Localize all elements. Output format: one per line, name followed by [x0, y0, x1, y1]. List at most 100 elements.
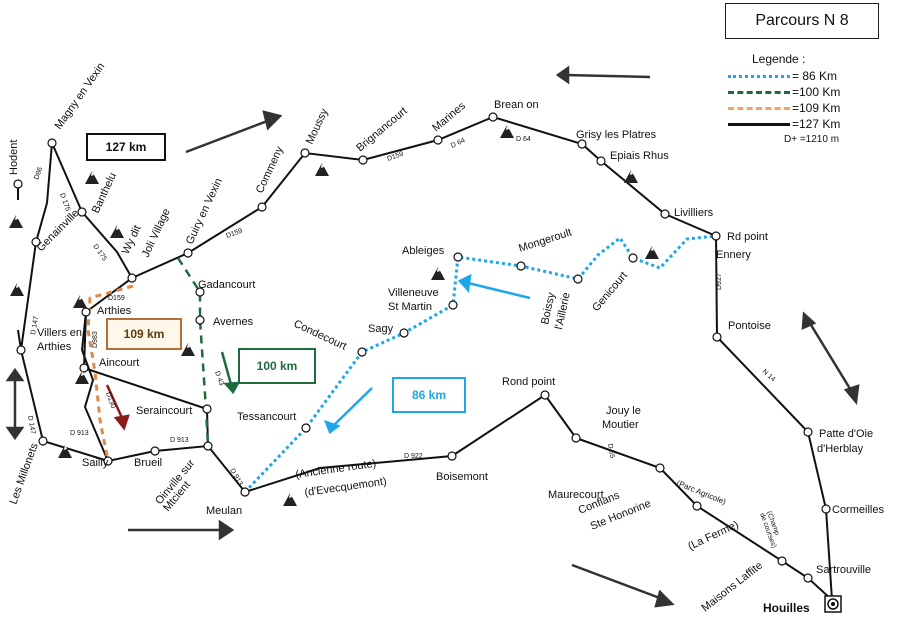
distance-label-86: 86 km	[392, 377, 466, 413]
label-meulan: Meulan	[206, 505, 242, 517]
label-boisemont: Boisemont	[436, 471, 488, 483]
label-magny: Magny en Vexin	[53, 61, 108, 132]
legend-row-109: =109 Km	[728, 100, 888, 116]
road-d64b: D 64	[516, 136, 531, 143]
label-genainville: Genainville	[35, 207, 82, 254]
legend-swatch-86	[728, 74, 790, 78]
road-d159a: D159	[108, 295, 125, 302]
label-rdpoint2: Rond point	[502, 376, 555, 388]
label-ableiges: Ableiges	[402, 245, 445, 257]
route-127km-branch	[80, 277, 133, 462]
label-ancienne: (Ancienne route)	[295, 458, 377, 481]
road-d983: D983	[92, 331, 99, 348]
label-mongeroult: Mongeroult	[517, 226, 573, 254]
label-villeneuve1: Villeneuve	[388, 287, 439, 299]
road-d175b: D 175	[91, 243, 108, 262]
legend-label-86: = 86 Km	[792, 69, 838, 83]
road-d86: D86	[33, 166, 44, 181]
label-epiais: Epiais Rhus	[610, 150, 669, 162]
label-brignancourt: Brignancourt	[354, 105, 409, 154]
label-wy: Wy dit	[120, 224, 144, 257]
label-seraincourt: Seraincourt	[136, 405, 192, 417]
map-title: Parcours N 8	[725, 3, 879, 39]
distance-label-109: 109 km	[106, 318, 182, 350]
label-commeny: Commeny	[254, 144, 286, 195]
legend-elevation: D+ =1210 m	[784, 134, 840, 145]
road-d64a: D 64	[450, 137, 466, 150]
legend-label-100: =100 Km	[792, 85, 841, 99]
road-d922: D 922	[404, 453, 423, 460]
road-d175a: D 175	[58, 192, 71, 212]
route-109km	[86, 284, 134, 462]
route-127km-branch2	[82, 311, 209, 447]
waypoints	[13, 112, 831, 583]
label-villers1: Villers en	[37, 327, 82, 339]
road-d913c: D 913	[228, 468, 243, 488]
road-d147a: D 147	[30, 316, 40, 336]
label-houilles: Houilles	[763, 601, 810, 615]
label-patte2: d'Herblay	[817, 443, 864, 455]
road-d147b: D 147	[26, 415, 36, 435]
label-tessancourt: Tessancourt	[237, 411, 296, 423]
road-d159b: D159	[225, 228, 243, 240]
label-jouy2: Moutier	[602, 419, 639, 431]
label-moussy: Moussy	[304, 106, 331, 146]
label-maurecourt: Maurecourt	[548, 489, 604, 501]
label-grisy: Grisy les Platres	[576, 129, 657, 141]
houilles-target-icon	[824, 595, 842, 613]
legend-swatch-100	[728, 90, 790, 94]
arrow-100-icon	[220, 351, 241, 395]
label-patte1: Patte d'Oie	[819, 428, 873, 440]
label-cormeilles: Cormeilles	[832, 504, 884, 516]
label-avernes: Avernes	[213, 316, 254, 328]
road-d55: D 55	[606, 443, 615, 459]
label-sartrouville: Sartrouville	[816, 564, 871, 576]
label-brueil: Brueil	[134, 457, 162, 469]
label-villeneuve2: St Martin	[388, 301, 432, 313]
road-d43: D 43	[213, 370, 225, 386]
label-sagy: Sagy	[368, 323, 394, 335]
legend: Legende : = 86 Km =100 Km =109 Km =127 K…	[728, 52, 888, 145]
label-maisons: Maisons Laffite	[699, 559, 765, 614]
label-hodent: Hodent	[8, 140, 20, 175]
legend-row-86: = 86 Km	[728, 68, 888, 84]
legend-swatch-127	[728, 122, 790, 126]
legend-row-100: =100 Km	[728, 84, 888, 100]
distance-label-100: 100 km	[238, 348, 316, 384]
label-millonets: Les Millonets	[8, 441, 41, 506]
road-d913a: D 913	[70, 430, 89, 437]
label-sailly: Sailly	[82, 457, 109, 469]
label-laferme: (La Ferme)	[686, 519, 740, 553]
label-guiry: Guiry en Vexin	[184, 176, 225, 246]
label-brean: Brean on	[494, 99, 539, 111]
road-d913b: D 913	[170, 437, 189, 444]
label-aincourt: Aincourt	[99, 357, 139, 369]
road-d927: D927	[716, 273, 723, 290]
label-joli: Joli Village	[140, 207, 173, 260]
label-villers2: Arthies	[37, 341, 72, 353]
label-evecquemont: (d'Evecquemont)	[304, 476, 388, 499]
legend-label-109: =109 Km	[792, 101, 841, 115]
legend-row-127: =127 Km	[728, 116, 888, 132]
legend-swatch-109	[728, 106, 790, 110]
road-n14: N 14	[761, 368, 777, 383]
label-livilliers: Livilliers	[674, 207, 714, 219]
arrow-86-icon	[323, 273, 531, 434]
direction-arrows	[5, 65, 860, 608]
legend-title: Legende :	[752, 52, 806, 66]
legend-label-127: =127 Km	[792, 117, 841, 131]
label-jouy1: Jouy le	[606, 405, 641, 417]
label-arthies: Arthies	[97, 305, 132, 317]
route-100km	[176, 257, 210, 447]
arrow-109-icon	[105, 384, 130, 431]
label-rdpoint1: Rd point	[727, 231, 768, 243]
label-gadancourt: Gadancourt	[198, 279, 255, 291]
label-genicourt: Genicourt	[590, 270, 630, 314]
route-86km	[243, 234, 717, 494]
label-ennery: Ennery	[716, 249, 751, 261]
distance-label-127: 127 km	[86, 133, 166, 161]
route-127km	[19, 115, 834, 603]
label-pontoise: Pontoise	[728, 320, 771, 332]
